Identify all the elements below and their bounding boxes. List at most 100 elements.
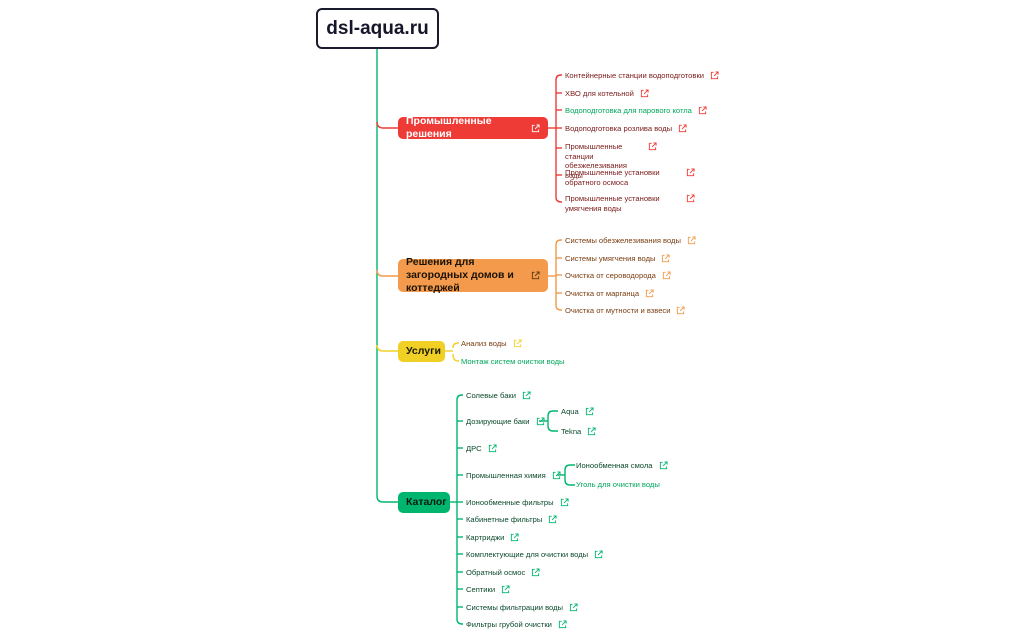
dosing-sub-item[interactable]: Aqua — [561, 407, 594, 417]
external-link-icon[interactable] — [698, 106, 707, 115]
external-link-icon[interactable] — [659, 461, 668, 470]
industrial-item-label: Водоподготовка для парового котла — [565, 106, 692, 115]
home-item-label: Очистка от сероводорода — [565, 271, 656, 280]
home-item-label: Очистка от марганца — [565, 289, 640, 298]
catalog-item[interactable]: Фильтры грубой очистки — [466, 620, 567, 630]
branch-catalog-label: Каталог — [406, 496, 447, 508]
catalog-item[interactable]: Картриджи — [466, 533, 519, 543]
external-link-icon[interactable] — [536, 417, 545, 426]
industrial-item-label: Промышленные станции обезжелезивания вод… — [565, 142, 628, 180]
industrial-item[interactable]: Водоподготовка розлива воды — [565, 124, 687, 134]
catalog-item-label: Солевые баки — [466, 391, 516, 400]
services-item-label: Анализ воды — [461, 339, 507, 348]
external-link-icon[interactable] — [501, 585, 510, 594]
dosing-sub-item[interactable]: Tekna — [561, 427, 596, 437]
external-link-icon[interactable] — [594, 550, 603, 559]
branch-industrial-label: Промышленные решения — [406, 115, 492, 140]
services-item-label: Монтаж систем очистки воды — [461, 357, 565, 366]
external-link-icon[interactable] — [531, 123, 540, 133]
industrial-item[interactable]: Промышленные установки умягчения воды — [565, 194, 695, 213]
industrial-item[interactable]: Контейнерные станции водоподготовки — [565, 71, 719, 81]
catalog-item-label: Ионообменные фильтры — [466, 498, 554, 507]
industrial-item[interactable]: Промышленные установки обратного осмоса — [565, 168, 695, 187]
home-item[interactable]: Очистка от марганца — [565, 289, 654, 299]
chem-sub-item[interactable]: Ионообменная смола — [576, 461, 668, 471]
services-item[interactable]: Анализ воды — [461, 339, 522, 349]
home-spine — [555, 245, 562, 311]
catalog-item[interactable]: Кабинетные фильтры — [466, 515, 557, 525]
chem-top — [564, 464, 575, 471]
branch-connector-2 — [376, 344, 398, 352]
branch-catalog[interactable]: Каталог — [398, 492, 450, 513]
industrial-item-label: Промышленные установки обратного осмоса — [565, 168, 660, 187]
home-item[interactable]: Системы умягчения воды — [565, 254, 671, 264]
external-link-icon[interactable] — [645, 289, 654, 298]
catalog-item[interactable]: Комплектующие для очистки воды — [466, 550, 603, 560]
branch-industrial[interactable]: Промышленные решения — [398, 115, 548, 140]
industrial-spine-top — [555, 74, 562, 81]
external-link-icon[interactable] — [531, 568, 540, 577]
external-link-icon[interactable] — [552, 471, 561, 480]
dosing-top — [547, 410, 558, 417]
services-item[interactable]: Монтаж систем очистки воды — [461, 357, 565, 367]
catalog-item-label: Системы фильтрации воды — [466, 603, 563, 612]
industrial-item[interactable]: Водоподготовка для парового котла — [565, 106, 707, 116]
catalog-item[interactable]: Промышленная химия — [466, 471, 561, 481]
catalog-spine-top — [456, 394, 463, 401]
chem-sub-item-label: Ионообменная смола — [576, 461, 653, 470]
industrial-item[interactable]: Промышленные станции обезжелезивания вод… — [565, 142, 657, 180]
external-link-icon[interactable] — [558, 620, 567, 629]
industrial-item[interactable]: ХВО для котельной — [565, 89, 649, 99]
external-link-icon[interactable] — [661, 254, 671, 263]
catalog-item[interactable]: Системы фильтрации воды — [466, 603, 578, 613]
external-link-icon[interactable] — [648, 142, 657, 151]
home-item[interactable]: Очистка от сероводорода — [565, 271, 671, 281]
external-link-icon[interactable] — [513, 339, 522, 348]
industrial-item-label: Промышленные установки умягчения воды — [565, 194, 660, 213]
external-link-icon[interactable] — [640, 89, 649, 98]
catalog-item[interactable]: Солевые баки — [466, 391, 531, 401]
external-link-icon[interactable] — [522, 391, 531, 400]
branch-home-label: Решения для загородных домов и коттеджей — [406, 256, 514, 294]
external-link-icon[interactable] — [548, 515, 557, 524]
root-node[interactable]: dsl-aqua.ru — [316, 8, 439, 49]
industrial-item-label: Водоподготовка розлива воды — [565, 124, 673, 133]
external-link-icon[interactable] — [686, 194, 695, 203]
external-link-icon[interactable] — [569, 603, 578, 612]
external-link-icon[interactable] — [587, 427, 596, 436]
chem-sub-item[interactable]: Уголь для очистки воды — [576, 480, 660, 490]
catalog-item-label: Промышленная химия — [466, 471, 546, 480]
external-link-icon[interactable] — [686, 168, 695, 177]
external-link-icon[interactable] — [585, 407, 594, 416]
branch-services[interactable]: Услуги — [398, 341, 445, 362]
home-item[interactable]: Системы обезжелезивания воды — [565, 236, 696, 246]
external-link-icon[interactable] — [710, 71, 719, 80]
catalog-item[interactable]: Ионообменные фильтры — [466, 498, 569, 508]
catalog-item[interactable]: ДРС — [466, 444, 497, 454]
catalog-item-label: Комплектующие для очистки воды — [466, 550, 589, 559]
chem-bottom — [564, 479, 575, 486]
chem-sub-item-label: Уголь для очистки воды — [576, 480, 660, 489]
catalog-item-label: Кабинетные фильтры — [466, 515, 543, 524]
external-link-icon[interactable] — [560, 498, 569, 507]
branch-connector-1 — [376, 269, 398, 277]
external-link-icon[interactable] — [662, 271, 671, 280]
external-link-icon[interactable] — [510, 533, 519, 542]
external-link-icon[interactable] — [488, 444, 497, 453]
branch-home[interactable]: Решения для загородных домов и коттеджей — [398, 256, 548, 294]
external-link-icon[interactable] — [676, 306, 686, 315]
catalog-item[interactable]: Обратный осмос — [466, 568, 540, 578]
branch-connector-0 — [376, 121, 398, 129]
home-item-label: Системы обезжелезивания воды — [565, 236, 681, 245]
catalog-item[interactable]: Дозирующие баки — [466, 417, 545, 427]
catalog-spine — [456, 400, 463, 625]
external-link-icon[interactable] — [531, 271, 540, 280]
external-link-icon[interactable] — [687, 236, 696, 245]
external-link-icon[interactable] — [678, 124, 687, 133]
catalog-item[interactable]: Септики — [466, 585, 510, 595]
industrial-item-label: Контейнерные станции водоподготовки — [565, 71, 705, 80]
home-item[interactable]: Очистка от мутности и взвеси — [565, 306, 686, 316]
home-spine-top — [555, 239, 562, 246]
